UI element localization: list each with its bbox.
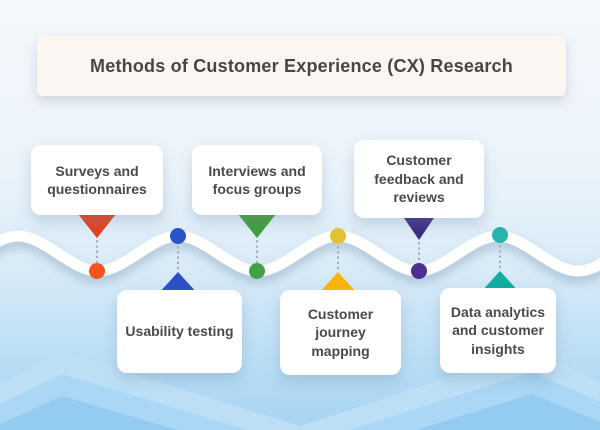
method-card-interviews: Interviews and focus groups [192,145,322,215]
marker-journey-mapping [318,228,358,294]
marker-interviews [238,214,276,279]
marker-dot [330,228,346,244]
marker-dot [170,228,186,244]
method-label: Customer journey mapping [307,305,374,359]
method-label: Surveys and questionnaires [47,162,147,197]
marker-triangle-up [158,272,198,294]
chevron-band-3 [0,394,600,430]
marker-dot [411,263,427,279]
marker-triangle-down [400,212,438,240]
chevron-band-2 [0,372,600,430]
marker-dot [249,263,265,279]
marker-triangle-down [238,214,276,238]
method-label: Data analytics and customer insights [450,303,546,357]
marker-triangle-up [318,272,358,294]
marker-usability [158,228,198,294]
method-card-journey-mapping: Customer journey mapping [280,290,401,375]
marker-feedback [400,212,438,279]
method-card-surveys: Surveys and questionnaires [31,145,163,215]
method-label: Customer feedback and reviews [374,152,464,206]
marker-triangle-up [480,271,520,293]
marker-data-analytics [480,227,520,293]
marker-dot [89,263,105,279]
page-title: Methods of Customer Experience (CX) Rese… [90,55,513,76]
method-card-data-analytics: Data analytics and customer insights [440,288,556,373]
method-label: Interviews and focus groups [208,162,306,197]
marker-triangle-down [78,214,116,238]
method-card-usability: Usability testing [117,290,242,373]
wave-line [0,230,600,277]
method-label: Usability testing [125,323,234,340]
method-card-feedback: Customer feedback and reviews [354,140,484,218]
marker-surveys [78,214,116,279]
marker-dot [492,227,508,243]
title-card: Methods of Customer Experience (CX) Rese… [37,36,566,96]
